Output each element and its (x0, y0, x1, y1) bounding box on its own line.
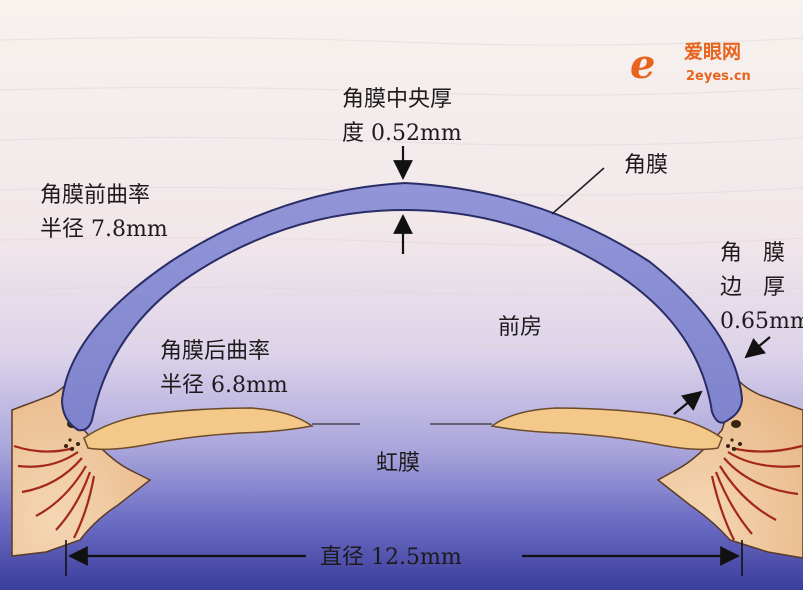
cornea (60, 181, 744, 432)
site-watermark: e 爱眼网 2eyes.cn (630, 41, 751, 88)
central-thickness-label-line1: 角膜中央厚 (342, 87, 452, 112)
watermark-domain: 2eyes.cn (686, 69, 751, 84)
peripheral-thickness-arrows (673, 336, 771, 415)
left-sclera (11, 378, 152, 557)
central-thickness-label-line2: 度 0.52mm (342, 121, 462, 146)
cornea-label: 角膜 (624, 153, 668, 178)
anterior-chamber-label: 前房 (498, 315, 542, 340)
cornea-leader-line (551, 167, 605, 215)
iris (83, 407, 723, 451)
watermark-site-name: 爱眼网 (684, 41, 741, 63)
posterior-radius-label-line2: 半径 6.8mm (160, 373, 288, 398)
posterior-radius-label-line1: 角膜后曲率 (160, 339, 270, 364)
right-ciliary-vessels (710, 444, 803, 541)
diameter-label: 直径 12.5mm (320, 545, 462, 570)
diameter-dimension-line (65, 540, 743, 576)
iris-label: 虹膜 (376, 451, 420, 476)
right-canal-dots (726, 420, 742, 451)
anterior-radius-label-line2: 半径 7.8mm (40, 217, 168, 242)
watermark-logo-letter: e (630, 41, 655, 88)
peripheral-thickness-label-line2: 边 厚 度 (720, 275, 803, 300)
peripheral-thickness-label-line3: 0.65mm (720, 309, 803, 334)
left-ciliary-vessels (13, 444, 96, 539)
right-sclera (656, 378, 803, 559)
anterior-radius-label-line1: 角膜前曲率 (40, 183, 150, 208)
peripheral-thickness-label-line1: 角 膜 周 (720, 241, 803, 266)
